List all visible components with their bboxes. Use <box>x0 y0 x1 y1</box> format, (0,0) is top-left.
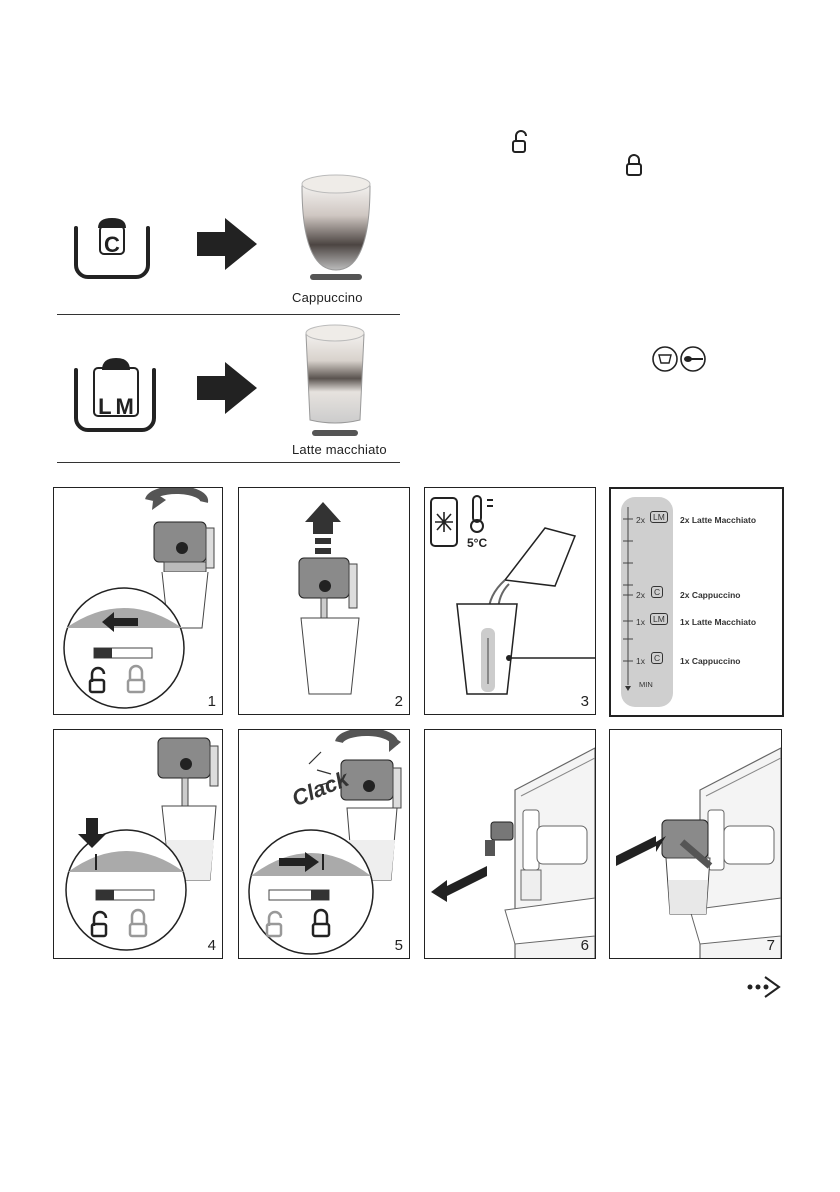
temperature-label: 5°C <box>467 536 487 550</box>
scale-icon: C <box>651 586 663 598</box>
scale-label: 1x Cappuccino <box>680 656 740 666</box>
step-4-panel: 4 <box>53 729 223 959</box>
row-divider <box>57 462 400 463</box>
right-arrow-icon <box>195 362 260 414</box>
step-number: 1 <box>208 693 216 710</box>
scale-multiplier: 2x <box>636 590 645 600</box>
step-2-panel: 2 <box>238 487 410 715</box>
latte-macchiato-icon-text: LM <box>78 394 158 420</box>
step-number: 3 <box>581 693 589 710</box>
step-number: 5 <box>395 937 403 954</box>
scale-multiplier: 1x <box>636 617 645 627</box>
cappuccino-glass-image <box>296 170 376 285</box>
step-number: 2 <box>395 693 403 710</box>
row-divider <box>57 314 400 315</box>
scale-multiplier: 1x <box>636 656 645 666</box>
milk-level-scale-panel: 2x LM 2x Latte Macchiato 2x C 2x Cappucc… <box>609 487 784 717</box>
cappuccino-icon-text: C <box>95 232 129 258</box>
step-number: 4 <box>208 937 216 954</box>
scale-multiplier: 2x <box>636 515 645 525</box>
step-number: 7 <box>767 937 775 954</box>
right-arrow-icon <box>195 218 260 270</box>
step-1-panel: 1 <box>53 487 223 715</box>
scale-icon: LM <box>650 511 668 523</box>
scale-icon: LM <box>650 613 668 625</box>
lock-icon <box>624 153 644 177</box>
scale-label: 1x Latte Macchiato <box>680 617 756 627</box>
step-number: 6 <box>581 937 589 954</box>
scale-label: 2x Latte Macchiato <box>680 515 756 525</box>
unlock-icon <box>510 128 534 154</box>
cup-icon <box>653 347 677 371</box>
cappuccino-label: Cappuccino <box>292 290 363 305</box>
step-6-panel: 6 <box>424 729 596 959</box>
scale-icon: C <box>651 652 663 664</box>
scale-label: 2x Cappuccino <box>680 590 740 600</box>
scale-min-label: MIN <box>639 680 653 689</box>
step-7-panel: 7 <box>609 729 782 959</box>
latte-macchiato-glass-image <box>300 320 370 440</box>
cup-spoon-icons <box>651 345 715 373</box>
step-3-panel: 5°C 3 <box>424 487 596 715</box>
latte-macchiato-label: Latte macchiato <box>292 442 387 457</box>
next-page-arrow-icon[interactable] <box>745 975 783 999</box>
step-5-panel: Clack 5 <box>238 729 410 959</box>
